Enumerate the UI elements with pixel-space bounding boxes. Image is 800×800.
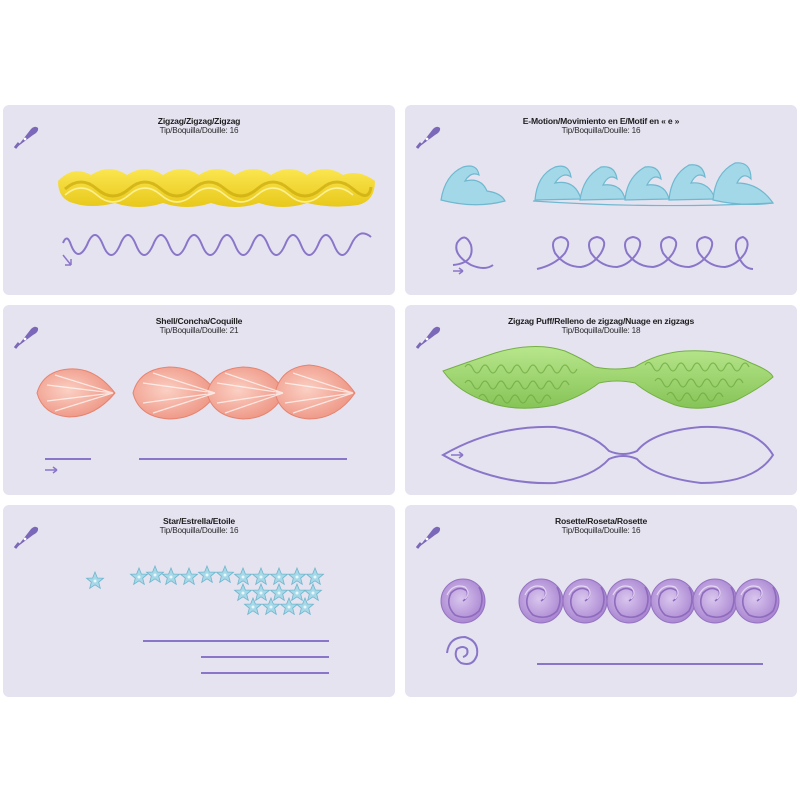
rosette-guide-spiral <box>446 635 479 665</box>
card-title: Shell/Concha/Coquille <box>155 316 243 326</box>
card-title: Zigzag/Zigzag/Zigzag <box>157 116 241 126</box>
shell-illustration <box>36 364 356 474</box>
e-motion-guide-line <box>452 235 754 270</box>
technique-card-star: Star/Estrella/Etoile Tip/Boquilla/Douill… <box>3 505 395 697</box>
card-title: Rosette/Roseta/Rosette <box>554 516 648 526</box>
card-title: E-Motion/Movimiento en E/Motif en « e » <box>522 116 680 126</box>
technique-card-shell: Shell/Concha/Coquille Tip/Boquilla/Douil… <box>3 305 395 495</box>
tip-label: Tip/Boquilla/Douille: 16 <box>561 126 641 135</box>
tip-label: Tip/Boquilla/Douille: 16 <box>159 126 239 135</box>
tip-label: Tip/Boquilla/Douille: 16 <box>561 526 641 535</box>
zigzag-puff-illustration <box>440 345 775 485</box>
technique-card-rosette: Rosette/Roseta/Rosette Tip/Boquilla/Doui… <box>405 505 797 697</box>
rosette-icing-sample <box>440 578 780 624</box>
technique-card-zigzag-puff: Zigzag Puff/Relleno de zigzag/Nuage en z… <box>405 305 797 495</box>
zigzag-guide-line <box>62 232 372 256</box>
tip-label: Tip/Boquilla/Douille: 18 <box>561 326 641 335</box>
card-title: Zigzag Puff/Relleno de zigzag/Nuage en z… <box>507 316 695 326</box>
e-motion-illustration <box>440 162 775 275</box>
piping-bag-icon <box>13 519 39 549</box>
star-illustration <box>86 565 329 674</box>
zigzag-puff-guide-line <box>440 425 775 485</box>
e-motion-icing-sample <box>440 162 775 207</box>
arrow-icon <box>451 451 464 459</box>
piping-bag-icon <box>415 319 441 349</box>
piping-bag-icon <box>13 319 39 349</box>
tip-label: Tip/Boquilla/Douille: 21 <box>159 326 239 335</box>
star-icing-sample <box>86 565 324 615</box>
arrow-icon <box>62 254 72 266</box>
zigzag-icing-sample <box>58 169 375 207</box>
shell-icing-sample <box>36 364 356 420</box>
tip-label: Tip/Boquilla/Douille: 16 <box>159 526 239 535</box>
piping-bag-icon <box>415 519 441 549</box>
arrow-icon <box>45 466 58 474</box>
piping-bag-icon <box>415 119 441 149</box>
arrow-icon <box>453 267 464 275</box>
piping-bag-icon <box>13 119 39 149</box>
rosette-illustration <box>440 578 780 665</box>
technique-card-zigzag: Zigzag/Zigzag/Zigzag Tip/Boquilla/Douill… <box>3 105 395 295</box>
zigzag-illustration <box>58 169 375 266</box>
card-title: Star/Estrella/Etoile <box>163 516 235 526</box>
technique-card-e-motion: E-Motion/Movimiento en E/Motif en « e » … <box>405 105 797 295</box>
zigzag-puff-icing-sample <box>442 345 774 409</box>
